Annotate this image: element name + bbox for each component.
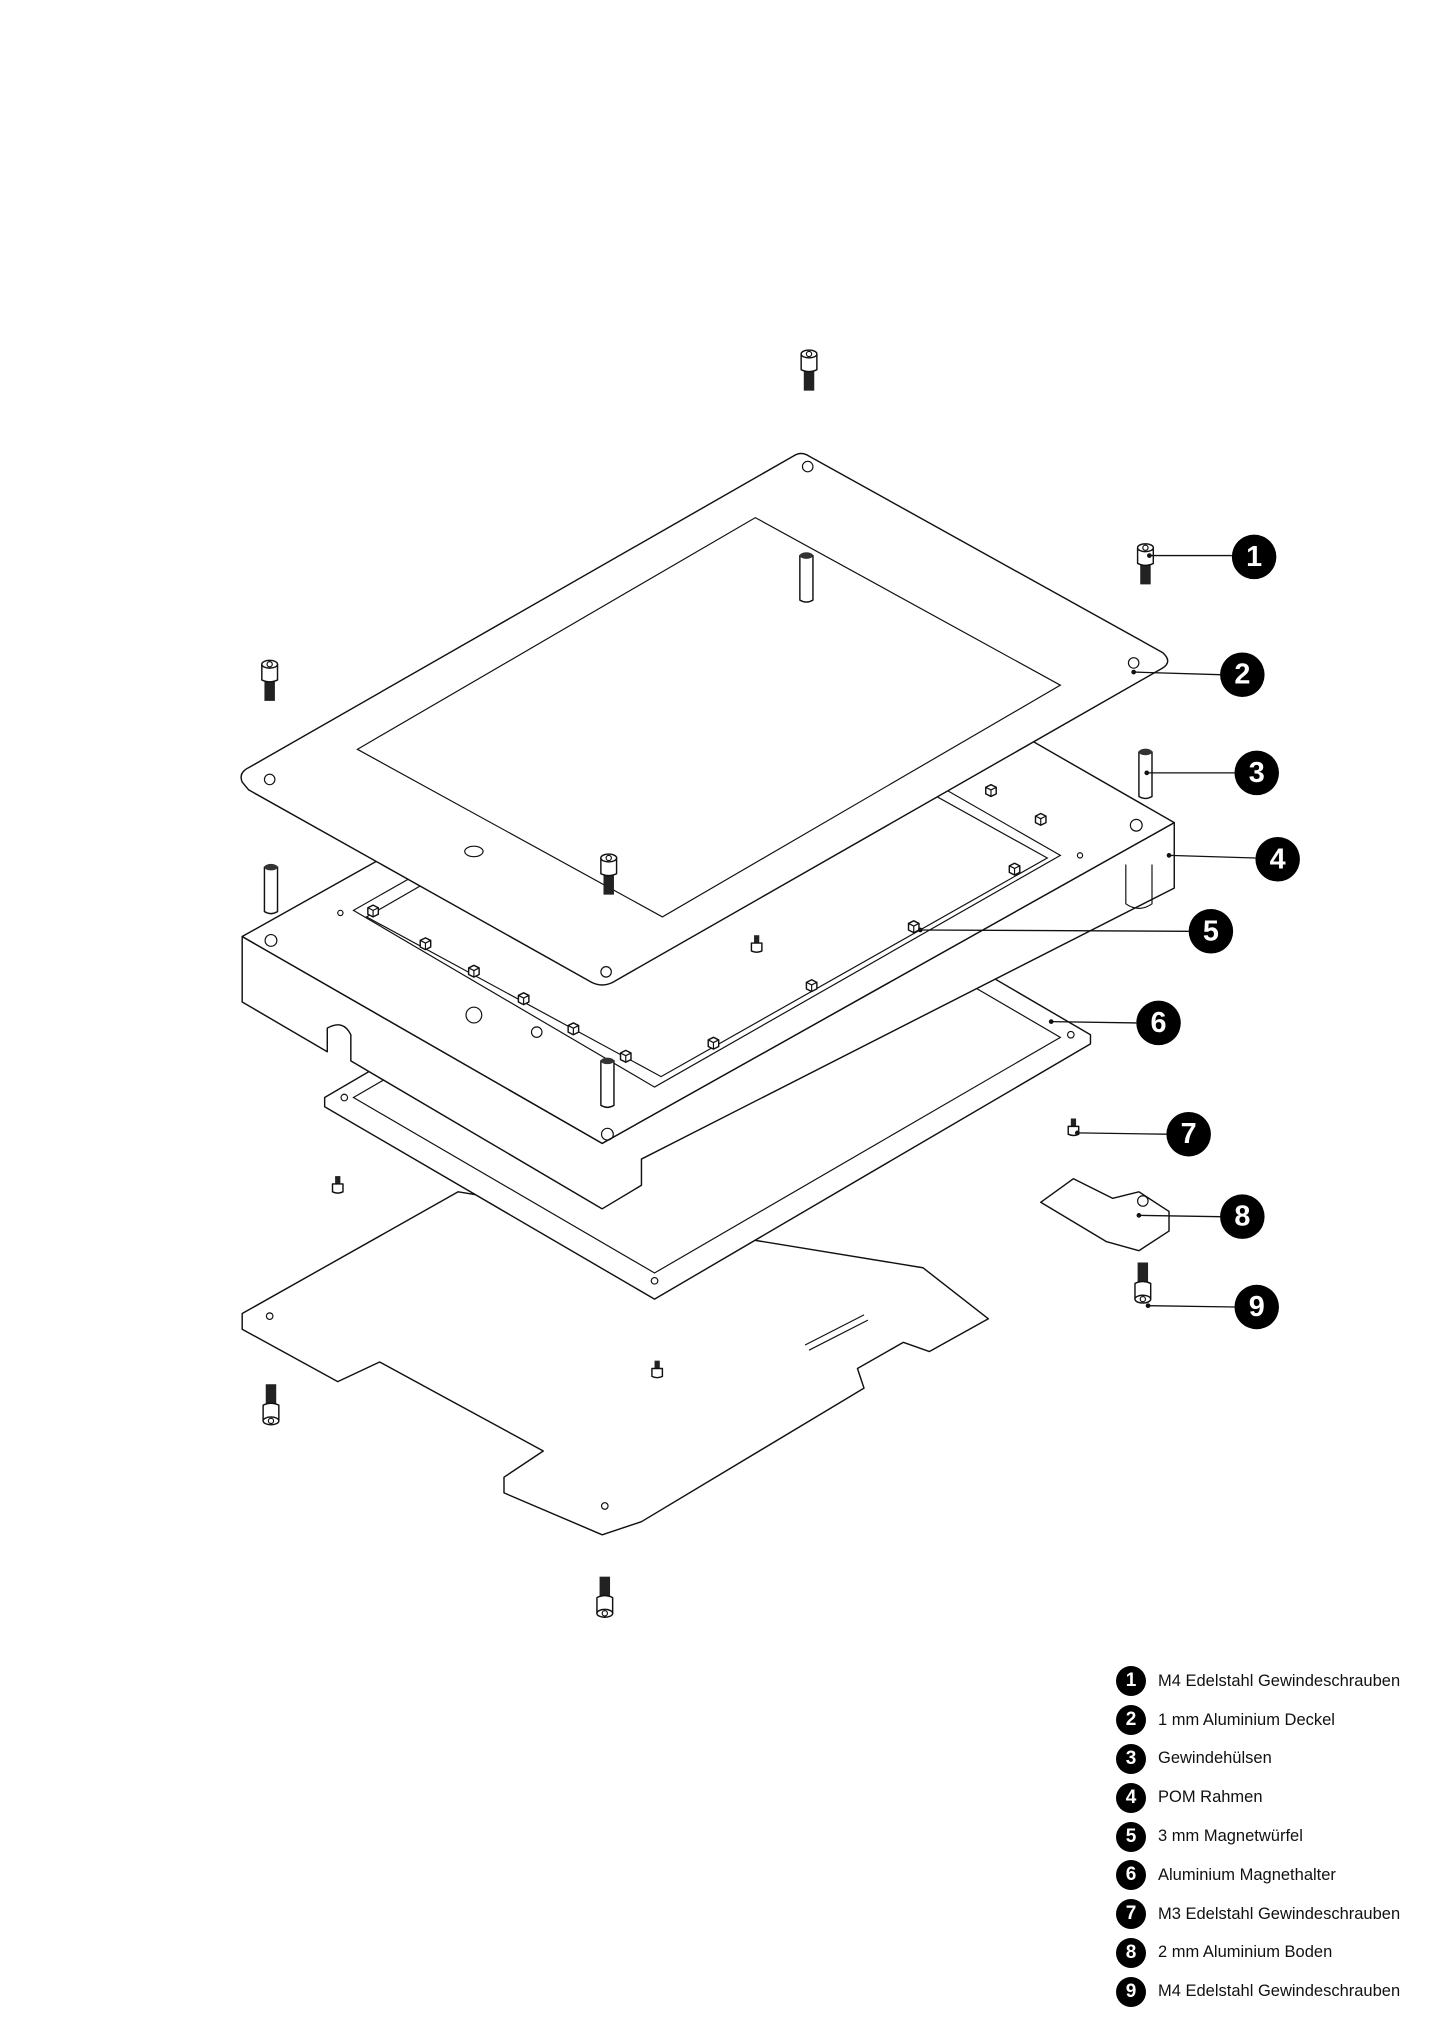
legend-number: 6 [1116, 1860, 1146, 1891]
legend-label: Gewindehülsen [1158, 1749, 1272, 1768]
svg-text:6: 6 [1151, 1007, 1167, 1039]
base-plate [241, 1177, 1170, 1536]
legend-number: 2 [1116, 1705, 1146, 1736]
callout-7: 7 [1166, 1111, 1211, 1157]
svg-text:5: 5 [1203, 915, 1219, 947]
legend-label: 1 mm Aluminium Deckel [1158, 1710, 1335, 1729]
legend-label: M4 Edelstahl Gewindeschrauben [1158, 1982, 1401, 2001]
legend-item: 3 Gewindehülsen [1116, 1740, 1400, 1779]
svg-text:3: 3 [1249, 757, 1265, 789]
callout-1: 1 [1231, 534, 1277, 580]
parts-legend: 1 M4 Edelstahl Gewindeschrauben 2 1 mm Alu… [1116, 1662, 1400, 2011]
leader-lines [917, 553, 1256, 1309]
legend-item: 1 M4 Edelstahl Gewindeschrauben [1116, 1662, 1400, 1701]
legend-item: 2 1 mm Aluminium Deckel [1116, 1701, 1400, 1740]
legend-number: 1 [1116, 1666, 1146, 1697]
legend-number: 3 [1116, 1743, 1146, 1774]
legend-item: 6 Aluminium Magnethalter [1116, 1856, 1400, 1895]
legend-label: M4 Edelstahl Gewindeschrauben [1158, 1671, 1401, 1690]
legend-number: 7 [1116, 1899, 1146, 1930]
legend-number: 9 [1116, 1976, 1146, 2007]
legend-label: Aluminium Magnethalter [1158, 1865, 1336, 1884]
legend-item: 7 M3 Edelstahl Gewindeschrauben [1116, 1895, 1400, 1934]
svg-text:2: 2 [1234, 659, 1250, 691]
svg-text:4: 4 [1270, 843, 1286, 875]
svg-text:1: 1 [1246, 541, 1262, 573]
legend-item: 9 M4 Edelstahl Gewindeschrauben [1116, 1972, 1400, 2011]
legend-number: 8 [1116, 1937, 1146, 1968]
legend-item: 5 3 mm Magnetwürfel [1116, 1817, 1400, 1856]
callout-9: 9 [1234, 1284, 1279, 1330]
legend-number: 4 [1116, 1782, 1146, 1813]
callout-8: 8 [1220, 1194, 1265, 1239]
legend-label: POM Rahmen [1158, 1788, 1263, 1807]
callout-2: 2 [1220, 652, 1265, 697]
callout-4: 4 [1255, 837, 1300, 882]
legend-item: 8 2 mm Aluminium Boden [1116, 1934, 1400, 1973]
legend-label: 2 mm Aluminium Boden [1158, 1943, 1333, 1962]
legend-label: M3 Edelstahl Gewindeschrauben [1158, 1904, 1401, 1923]
svg-text:9: 9 [1249, 1291, 1265, 1323]
legend-label: 3 mm Magnetwürfel [1158, 1827, 1303, 1846]
callout-6: 6 [1136, 1000, 1181, 1046]
legend-number: 5 [1116, 1821, 1146, 1852]
callout-5: 5 [1188, 909, 1234, 954]
callout-3: 3 [1234, 750, 1279, 796]
legend-item: 4 POM Rahmen [1116, 1778, 1400, 1817]
cover-plate [240, 452, 1169, 986]
svg-text:8: 8 [1234, 1201, 1250, 1233]
svg-text:7: 7 [1181, 1118, 1197, 1150]
